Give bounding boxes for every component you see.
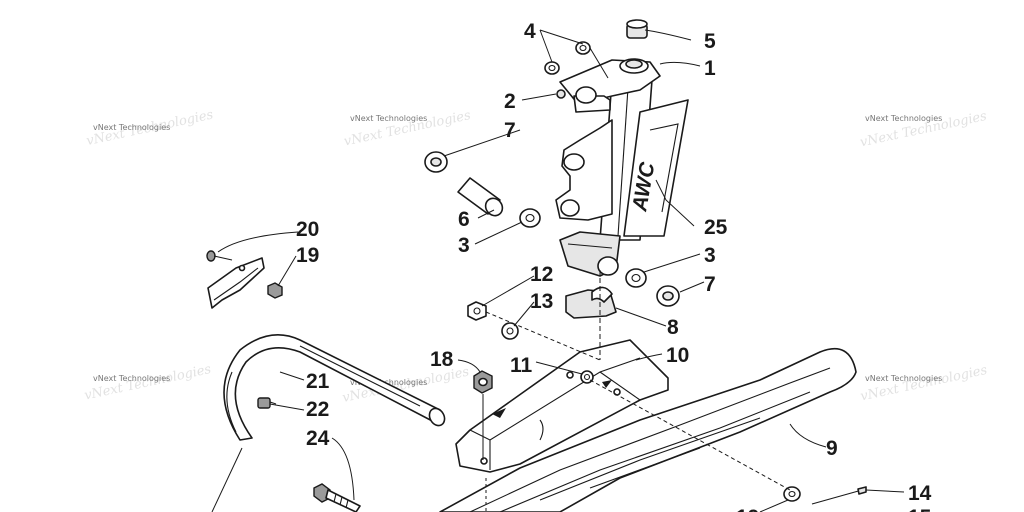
watermark-top-middle: vNext Technologies vNext Technologies <box>343 108 473 150</box>
watermark-text: vNext Technologies <box>865 114 942 123</box>
lock-nut <box>467 301 487 321</box>
washer-lower <box>544 61 560 75</box>
grease-fitting <box>556 89 566 99</box>
callout-15: 15 <box>908 506 932 512</box>
callout-14: 14 <box>908 482 932 505</box>
callout-12: 12 <box>530 263 553 286</box>
callout-6: 6 <box>458 208 470 231</box>
callout-3: 3 <box>458 234 470 257</box>
spacer-tube <box>457 177 504 217</box>
washer-lower-right <box>783 486 801 502</box>
bushing-top <box>424 151 448 173</box>
callout-18: 18 <box>430 348 454 371</box>
callout-7: 7 <box>504 119 516 142</box>
ski-saddle <box>455 339 669 473</box>
callout-10: 10 <box>666 344 689 367</box>
watermark-bottom-right: vNext Technologies vNext Technologies <box>859 363 989 405</box>
watermark-text: vNext Technologies <box>350 378 427 387</box>
lock-nut-18 <box>473 370 493 394</box>
callout-19-partial: 19 <box>736 506 759 512</box>
ski-bolt <box>313 483 361 512</box>
spindle-decal: AWC <box>623 99 689 237</box>
ski <box>439 347 857 512</box>
ski-loop-handle <box>223 334 446 441</box>
watermark-text: vNext Technologies <box>93 374 170 383</box>
callout-8: 8 <box>667 316 679 339</box>
retaining-clip <box>257 397 277 409</box>
nut-19 <box>267 282 283 299</box>
spacer-left <box>519 208 541 228</box>
watermark-text: vNext Technologies <box>93 123 170 132</box>
leader-lines <box>211 29 905 512</box>
watermark-top-right: vNext Technologies vNext Technologies <box>859 109 989 151</box>
callout-21: 21 <box>306 370 330 393</box>
screw-20 <box>206 250 233 262</box>
callout-11: 11 <box>510 354 533 377</box>
callout-20: 20 <box>296 218 319 241</box>
watermark-bottom-left: vNext Technologies vNext Technologies <box>83 362 213 404</box>
svg-text:vNext Technologies: vNext Technologies <box>859 363 989 405</box>
spacer-right <box>625 268 647 288</box>
callout-9: 9 <box>826 437 838 460</box>
watermark-text: vNext Technologies <box>350 114 427 123</box>
callout-3: 3 <box>704 244 716 267</box>
callout-19: 19 <box>296 244 319 267</box>
watermark-text: vNext Technologies <box>865 374 942 383</box>
bushing-right <box>656 285 680 307</box>
bolt-cap <box>626 19 648 39</box>
callout-24: 24 <box>306 427 330 450</box>
handle-bracket <box>207 257 265 309</box>
callout-2: 2 <box>504 90 516 113</box>
callout-5: 5 <box>704 30 716 53</box>
callout-25: 25 <box>704 216 728 239</box>
watermark-top-left: vNext Technologies vNext Technologies <box>85 107 215 149</box>
callout-7: 7 <box>704 273 716 296</box>
callout-13: 13 <box>530 290 553 313</box>
callout-22: 22 <box>306 398 329 421</box>
callout-1: 1 <box>704 57 716 80</box>
bumper <box>565 286 617 319</box>
washer-13 <box>501 322 519 340</box>
callout-labels: 1 2 3 3 4 5 6 7 7 8 9 10 11 12 13 14 15 … <box>296 20 932 512</box>
callout-4: 4 <box>524 20 536 43</box>
cotter-pin <box>811 486 867 505</box>
